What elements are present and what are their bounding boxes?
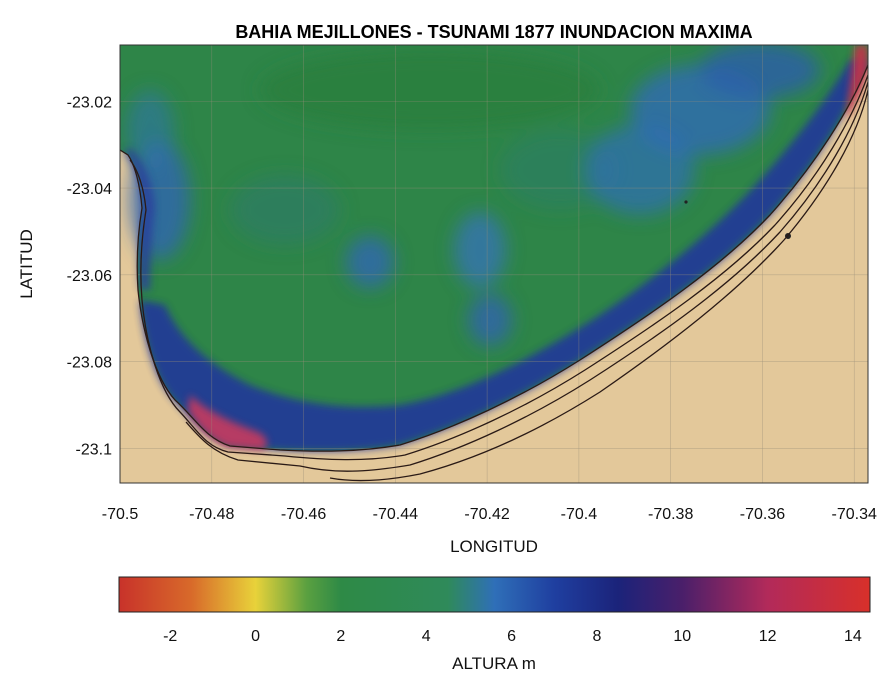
plot-frame [119, 44, 869, 484]
colorbar-label: ALTURA m [452, 654, 536, 673]
x-axis-ticks: -70.5 -70.48 -70.46 -70.44 -70.42 -70.4 -70.38… [102, 506, 877, 523]
colorbar-tick-label: 2 [336, 628, 345, 645]
land-dot [684, 200, 688, 204]
x-tick-label: -70.44 [373, 506, 418, 523]
colorbar-tick-label: 10 [673, 628, 691, 645]
y-tick-label: -23.06 [67, 268, 112, 285]
colorbar-tick-label: 0 [251, 628, 260, 645]
sea-height-variations [126, 45, 820, 346]
y-tick-label: -23.1 [76, 441, 113, 458]
x-tick-label: -70.38 [648, 506, 693, 523]
colorbar: -2 0 2 4 6 8 10 12 14 ALTURA m [118, 576, 871, 673]
x-tick-label: -70.48 [189, 506, 234, 523]
coastline-contours [120, 64, 868, 482]
inundation-contour [129, 74, 868, 461]
map-title: BAHIA MEJILLONES - TSUNAMI 1877 INUNDACI… [235, 22, 752, 42]
map-plot-area [119, 44, 869, 484]
colorbar-tick-label: -2 [163, 628, 177, 645]
colorbar-tick-label: 4 [422, 628, 431, 645]
southwest-high-zone [188, 395, 267, 450]
x-tick-label: -70.42 [464, 506, 509, 523]
inundation-contour [185, 81, 868, 472]
y-axis-ticks: -23.02 -23.04 -23.06 -23.08 -23.1 [67, 94, 112, 458]
colorbar-tick-label: 14 [844, 628, 862, 645]
colorbar-tick-label: 12 [759, 628, 777, 645]
west-coast-band [124, 148, 155, 290]
y-tick-label: -23.02 [67, 94, 112, 111]
y-tick-label: -23.08 [67, 355, 112, 372]
x-axis-label: LONGITUD [450, 537, 538, 556]
x-tick-label: -70.34 [832, 506, 877, 523]
y-tick-label: -23.04 [67, 181, 112, 198]
x-tick-label: -70.5 [102, 506, 139, 523]
colorbar-tick-label: 8 [592, 628, 601, 645]
colorbar-ticks: -2 0 2 4 6 8 10 12 14 [163, 628, 862, 645]
coastline-contour [120, 64, 868, 452]
x-tick-label: -70.4 [561, 506, 598, 523]
inundation-contour [329, 89, 868, 482]
x-tick-label: -70.36 [740, 506, 785, 523]
colorbar-gradient [118, 576, 871, 613]
colorbar-tick-label: 6 [507, 628, 516, 645]
inundation-field [120, 45, 868, 452]
x-tick-label: -70.46 [281, 506, 326, 523]
y-axis-label: LATITUD [17, 229, 36, 299]
